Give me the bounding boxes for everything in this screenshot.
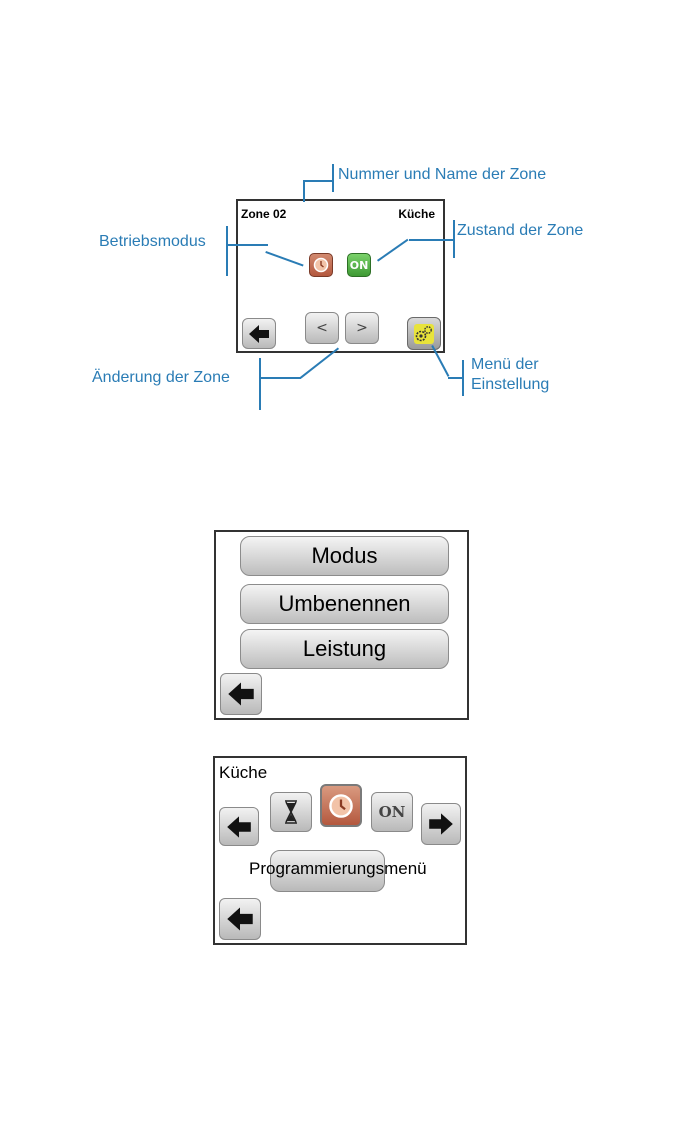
annotation-settings-menu-line1: Menü der (471, 356, 539, 373)
programming-menu-label: Programmierungsmenü (249, 859, 427, 878)
back-arrow-icon (228, 682, 254, 706)
annotation-settings-menu-line2: Einstellung (471, 376, 550, 393)
back-button[interactable] (219, 898, 261, 940)
on-mode-button[interactable]: ON (371, 792, 413, 832)
zone-overview-screen: Zone 02 Küche ON < > (236, 199, 445, 353)
zone-number-label: Zone 02 (241, 207, 287, 221)
menu-item-label: Modus (311, 543, 378, 568)
annotation-zone-number-name: Nummer und Name der Zone (338, 166, 547, 183)
back-button[interactable] (220, 673, 262, 715)
clock-icon (329, 793, 353, 818)
next-mode-button[interactable] (421, 803, 461, 845)
hourglass-icon (285, 800, 297, 824)
zone-name-label: Küche (398, 207, 435, 221)
on-label: ON (349, 258, 369, 272)
prev-label: < (316, 320, 328, 336)
back-arrow-icon (227, 815, 251, 838)
mode-selection-screen: Küche ON Programmierungsmenü (213, 756, 467, 945)
timer-mode-button[interactable] (270, 792, 312, 832)
menu-item-power[interactable]: Leistung (240, 629, 449, 669)
programming-menu-button[interactable] (270, 850, 385, 892)
annotation-zone-change: Änderung der Zone (92, 369, 230, 386)
clock-icon (313, 257, 329, 273)
back-arrow-icon (227, 907, 253, 931)
settings-menu-screen: Modus Umbenennen Leistung (214, 530, 469, 720)
settings-button[interactable] (407, 317, 441, 350)
clock-mode-button[interactable] (320, 784, 362, 827)
menu-item-label: Leistung (302, 636, 387, 661)
zone-name-label: Küche (219, 763, 268, 782)
operating-mode-button[interactable] (309, 253, 333, 277)
menu-item-rename[interactable]: Umbenennen (240, 584, 449, 624)
back-arrow-icon (249, 324, 269, 343)
zone-state-on-button[interactable]: ON (347, 253, 371, 277)
menu-item-mode[interactable]: Modus (240, 536, 449, 576)
annotation-operating-mode: Betriebsmodus (99, 233, 206, 250)
next-zone-button[interactable]: > (345, 312, 379, 344)
on-label: ON (378, 803, 406, 821)
back-button[interactable] (242, 318, 276, 349)
next-label: > (356, 320, 368, 336)
forward-arrow-icon (429, 813, 453, 835)
prev-mode-button[interactable] (219, 807, 259, 846)
annotation-zone-state: Zustand der Zone (457, 222, 584, 239)
gear-icon (414, 323, 434, 344)
menu-item-label: Umbenennen (278, 591, 411, 616)
prev-zone-button[interactable]: < (305, 312, 339, 344)
